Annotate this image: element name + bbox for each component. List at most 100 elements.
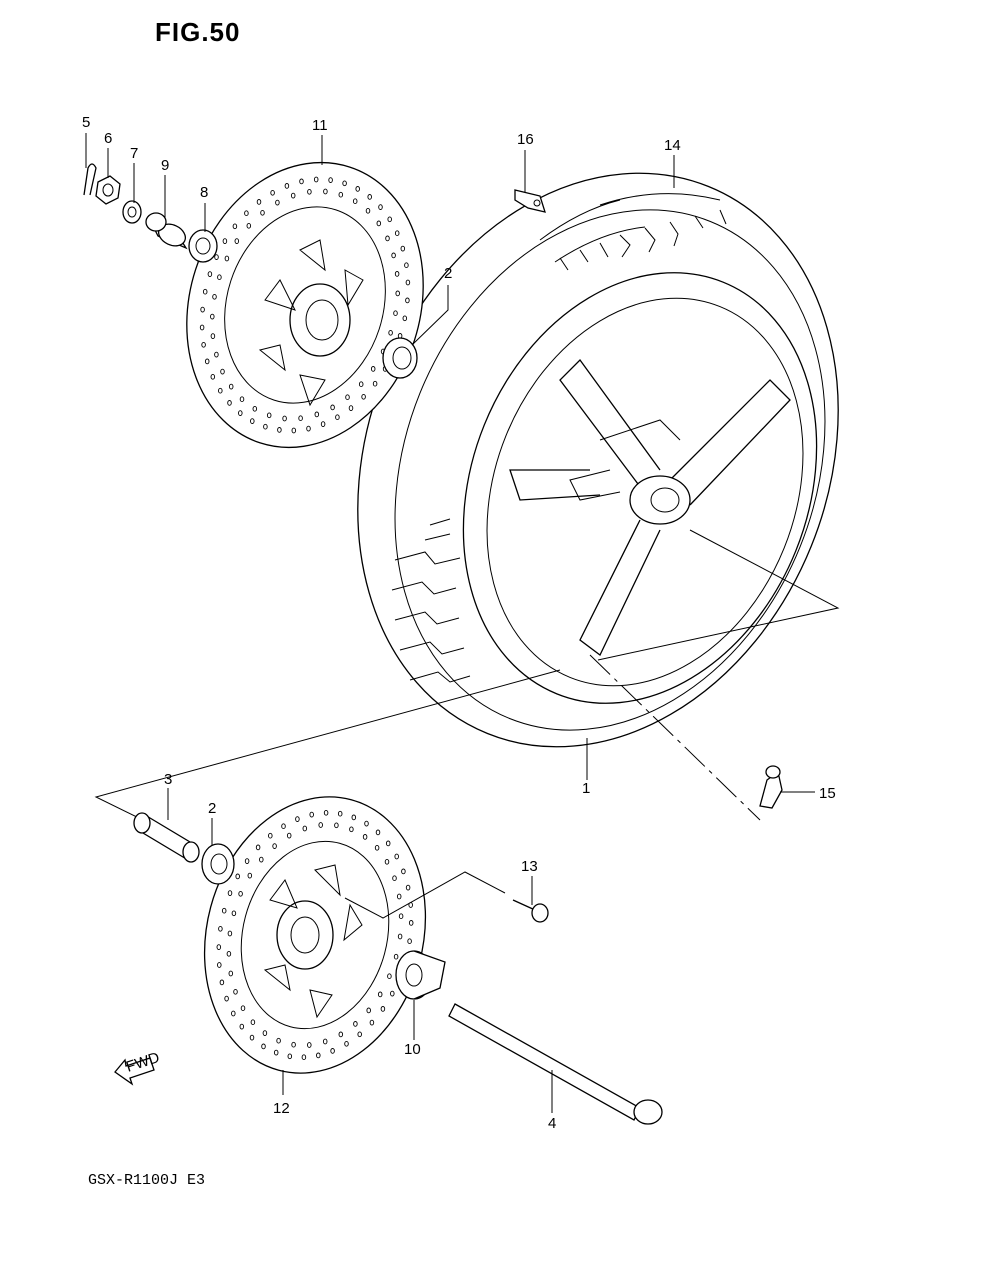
disc-hole bbox=[202, 288, 208, 295]
disc-hole bbox=[338, 1031, 344, 1038]
disc-hole bbox=[233, 988, 238, 995]
disc-hole bbox=[307, 1042, 312, 1048]
disc-hole bbox=[364, 820, 369, 827]
disc-hole bbox=[351, 814, 357, 821]
disc-hole bbox=[231, 1010, 236, 1017]
guide-line-valve bbox=[589, 654, 761, 821]
disc-hole bbox=[402, 315, 408, 322]
disc-hole bbox=[282, 415, 287, 422]
disc-hole bbox=[337, 810, 343, 817]
disc-hole bbox=[210, 373, 216, 380]
spacer-collar bbox=[145, 212, 188, 250]
disc-hole bbox=[390, 990, 395, 997]
disc-hole bbox=[398, 913, 404, 920]
disc-hole bbox=[286, 832, 292, 839]
callout-10: 10 bbox=[404, 1041, 421, 1058]
callout-13: 13 bbox=[521, 858, 538, 875]
disc-hole bbox=[221, 907, 227, 914]
air-valve bbox=[759, 765, 783, 809]
disc-hole bbox=[273, 1049, 279, 1056]
disc-hole bbox=[323, 188, 328, 195]
disc-hole bbox=[375, 829, 381, 836]
disc-hole bbox=[244, 210, 249, 217]
disc-hole bbox=[358, 381, 364, 388]
callout-6: 6 bbox=[104, 130, 112, 147]
disc-hole bbox=[306, 425, 311, 432]
disc-hole bbox=[238, 410, 243, 416]
disc-bolt bbox=[512, 899, 549, 923]
disc-hole bbox=[391, 252, 396, 259]
disc-hole bbox=[318, 822, 323, 828]
disc-hole bbox=[255, 844, 261, 851]
disc-hole bbox=[284, 183, 290, 189]
disc-hole bbox=[291, 1041, 296, 1048]
disc-hole bbox=[393, 310, 398, 317]
disc-hole bbox=[201, 341, 206, 348]
disc-hole bbox=[362, 834, 368, 840]
figure-title: FIG.50 bbox=[155, 17, 240, 47]
disc-hole bbox=[344, 1040, 349, 1047]
disc-hole bbox=[217, 962, 222, 968]
disc-hole bbox=[210, 313, 215, 320]
disc-hole bbox=[214, 351, 219, 358]
callout-11: 11 bbox=[312, 117, 328, 134]
disc-hole bbox=[404, 262, 409, 269]
disc-hole bbox=[227, 890, 233, 896]
disc-hole bbox=[316, 1052, 321, 1059]
disc-hole bbox=[244, 858, 250, 864]
disc-hole bbox=[352, 198, 358, 205]
model-code: GSX-R1100J E3 bbox=[88, 1172, 205, 1189]
disc-hole bbox=[224, 995, 229, 1002]
disc-hole bbox=[272, 843, 277, 849]
disc-hole bbox=[210, 333, 216, 339]
disc-hole bbox=[231, 910, 237, 917]
disc-hole bbox=[207, 271, 213, 277]
disc-hole bbox=[309, 811, 314, 818]
disc-hole bbox=[212, 293, 217, 300]
disc-hole bbox=[405, 884, 411, 891]
disc-hole bbox=[349, 826, 354, 833]
disc-hole bbox=[290, 192, 296, 199]
disc-hole bbox=[250, 418, 255, 424]
disc-hole bbox=[232, 223, 238, 230]
disc-hole bbox=[393, 953, 399, 960]
disc-hole bbox=[226, 950, 232, 957]
castle-nut bbox=[95, 175, 121, 205]
callout-2-upper: 2 bbox=[444, 265, 452, 282]
wheel-hub bbox=[629, 475, 691, 525]
disc-hole bbox=[388, 329, 393, 336]
callout-9: 9 bbox=[161, 157, 169, 174]
disc-hole bbox=[235, 873, 240, 880]
disc-hole bbox=[266, 412, 272, 419]
disc-hole bbox=[240, 1005, 246, 1012]
disc-hole bbox=[401, 868, 406, 875]
disc-hole bbox=[299, 178, 304, 185]
brake-disc-left bbox=[186, 161, 424, 449]
disc-hole bbox=[405, 279, 411, 286]
disc-hole bbox=[270, 189, 275, 196]
callout-1: 1 bbox=[582, 780, 590, 797]
washer bbox=[122, 200, 142, 224]
disc-hole bbox=[218, 387, 223, 394]
disc-hole bbox=[348, 405, 354, 411]
disc-hole bbox=[313, 176, 319, 183]
bearing-right bbox=[201, 843, 235, 885]
disc-hole bbox=[222, 238, 228, 244]
disc-hole bbox=[387, 973, 392, 980]
disc-hole bbox=[334, 822, 339, 829]
disc-hole bbox=[260, 209, 265, 216]
hub-bore bbox=[650, 487, 680, 513]
disc-hole bbox=[396, 893, 402, 900]
disc-hole bbox=[314, 411, 320, 418]
cotter-pin bbox=[83, 163, 97, 196]
disc-hole bbox=[219, 979, 225, 986]
leader-lines bbox=[85, 133, 815, 1113]
disc-hole bbox=[275, 199, 280, 206]
disc-hole bbox=[220, 368, 225, 375]
disc-hole bbox=[247, 872, 253, 879]
disc-hole bbox=[228, 970, 234, 977]
disc-hole bbox=[407, 938, 412, 945]
disc-hole bbox=[322, 1038, 328, 1045]
callout-2-lower: 2 bbox=[208, 800, 216, 817]
